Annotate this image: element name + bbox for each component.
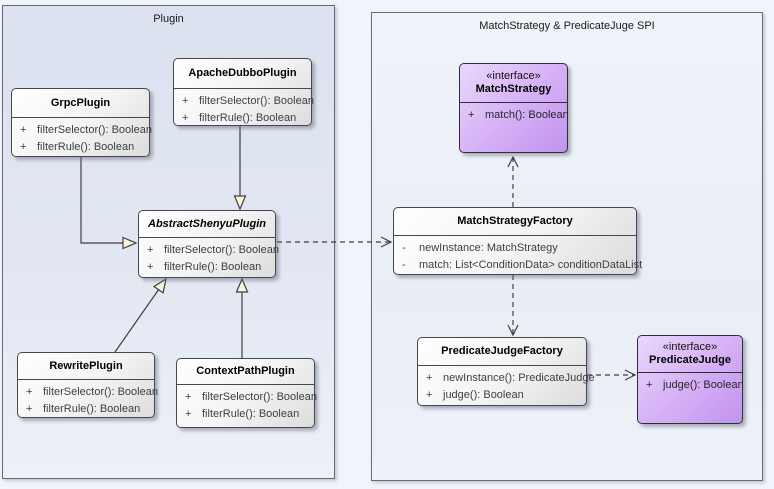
class-members: +filterSelector(): Boolean +filterRule()… xyxy=(139,238,279,275)
class-name: MatchStrategyFactory xyxy=(394,208,636,236)
class-matchstrategyfactory[interactable]: MatchStrategyFactory -newInstance: Match… xyxy=(393,207,643,275)
class-members: +newInstance(): PredicateJudge +judge():… xyxy=(418,366,595,403)
member-row: +filterSelector(): Boolean xyxy=(185,391,317,403)
class-contextpathplugin[interactable]: ContextPathPlugin +filterSelector(): Boo… xyxy=(176,358,317,428)
member-row: +judge(): Boolean xyxy=(646,379,744,391)
class-name: AbstractShenyuPlugin xyxy=(139,211,275,238)
member-row: -newInstance: MatchStrategy xyxy=(402,242,558,254)
class-name: ContextPathPlugin xyxy=(177,359,314,385)
member-row: +filterRule(): Boolean xyxy=(147,261,262,273)
member-row: +filterRule(): Boolean xyxy=(185,408,300,420)
member-row: +filterSelector(): Boolean xyxy=(182,95,314,107)
class-members: +judge(): Boolean xyxy=(638,373,744,393)
member-row: +filterSelector(): Boolean xyxy=(147,244,279,256)
member-row: +judge(): Boolean xyxy=(426,389,524,401)
interface-matchstrategy[interactable]: «interface» MatchStrategy +match(): Bool… xyxy=(459,63,569,153)
class-abstractshenyuplugin[interactable]: AbstractShenyuPlugin +filterSelector(): … xyxy=(138,210,279,278)
member-row: +match(): Boolean xyxy=(468,109,569,121)
class-predicatejudgefactory[interactable]: PredicateJudgeFactory +newInstance(): Pr… xyxy=(417,337,595,406)
interface-name: «interface» PredicateJudge xyxy=(638,336,742,373)
member-row: +filterSelector(): Boolean xyxy=(20,124,152,136)
class-name: GrpcPlugin xyxy=(12,89,149,118)
package-plugin-title: Plugin xyxy=(153,13,184,25)
class-rewriteplugin[interactable]: RewritePlugin +filterSelector(): Boolean… xyxy=(17,352,158,418)
class-apachedubboplugin[interactable]: ApacheDubboPlugin +filterSelector(): Boo… xyxy=(173,58,314,126)
class-members: +filterSelector(): Boolean +filterRule()… xyxy=(174,89,314,126)
member-row: +newInstance(): PredicateJudge xyxy=(426,372,595,384)
member-row: +filterRule(): Boolean xyxy=(20,141,135,153)
class-grpcplugin[interactable]: GrpcPlugin +filterSelector(): Boolean +f… xyxy=(11,88,152,157)
class-members: -newInstance: MatchStrategy -match: List… xyxy=(394,236,643,273)
package-spi-title: MatchStrategy & PredicateJuge SPI xyxy=(479,20,655,32)
member-row: -match: List<ConditionData> conditionDat… xyxy=(402,259,643,271)
class-name: RewritePlugin xyxy=(18,353,154,380)
member-row: +filterRule(): Boolean xyxy=(26,403,141,415)
class-members: +filterSelector(): Boolean +filterRule()… xyxy=(12,118,152,155)
stereotype-label: «interface» xyxy=(662,341,718,353)
class-name: PredicateJudgeFactory xyxy=(418,338,586,366)
interface-name: «interface» MatchStrategy xyxy=(460,64,567,103)
class-members: +filterSelector(): Boolean +filterRule()… xyxy=(18,380,158,417)
interface-predicatejudge[interactable]: «interface» PredicateJudge +judge(): Boo… xyxy=(637,335,744,424)
stereotype-label: «interface» xyxy=(486,70,541,82)
class-members: +match(): Boolean xyxy=(460,103,569,123)
class-name: ApacheDubboPlugin xyxy=(174,59,311,89)
member-row: +filterSelector(): Boolean xyxy=(26,386,158,398)
member-row: +filterRule(): Boolean xyxy=(182,112,297,124)
class-members: +filterSelector(): Boolean +filterRule()… xyxy=(177,385,317,422)
